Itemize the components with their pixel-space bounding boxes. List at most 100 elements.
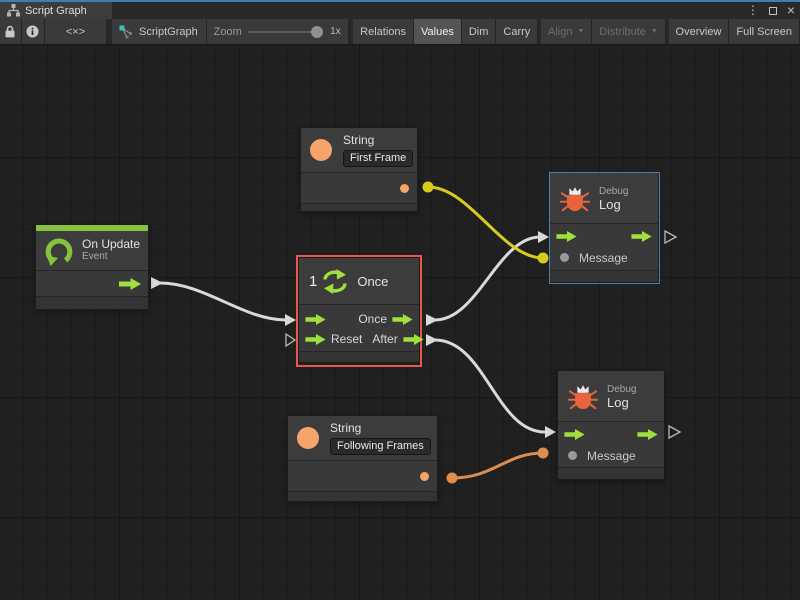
flow-out-port-once[interactable] [392, 313, 413, 325]
overview-label: Overview [675, 25, 722, 38]
window-focus-line [0, 0, 800, 2]
fullscreen-button[interactable]: Full Screen [729, 19, 800, 44]
zoom-slider-handle[interactable] [311, 25, 324, 38]
node-string-following[interactable]: String Following Frames [287, 415, 438, 502]
wire-once-debugbottom[interactable] [434, 338, 546, 434]
wire-onupdate-once[interactable] [159, 281, 287, 322]
relations-toggle[interactable]: Relations [353, 19, 415, 44]
message-value-port[interactable] [560, 253, 569, 262]
align-label: Align [548, 25, 573, 38]
node-title: String [343, 132, 375, 147]
align-dropdown[interactable]: Align ▼ [541, 19, 593, 44]
close-icon[interactable]: × [786, 2, 795, 18]
flow-out-port[interactable] [637, 429, 658, 440]
port-connector-debugbottom-out[interactable] [668, 424, 682, 440]
lock-icon [5, 25, 15, 38]
zoom-label: Zoom [213, 25, 242, 38]
port-connector-onupdate-out[interactable] [151, 277, 163, 289]
zoom-control: Zoom 1x [206, 19, 349, 44]
wire-once-debugtop[interactable] [434, 235, 541, 322]
wire-string-message-bottom[interactable] [451, 451, 544, 480]
bug-icon [560, 187, 590, 212]
dim-toggle[interactable]: Dim [461, 19, 497, 44]
graph-toolbar: <×> ScriptGraph Zoom 1x Relations Values… [0, 19, 800, 45]
once-cycle-icon [323, 268, 348, 294]
flow-out-port-after[interactable] [403, 333, 424, 345]
node-footer [288, 491, 437, 501]
wire-endpoint-dot[interactable] [422, 181, 434, 193]
wire-arrowhead [538, 231, 549, 243]
flow-out-port[interactable] [631, 231, 652, 242]
relations-label: Relations [360, 25, 407, 38]
on-update-loop-icon [45, 237, 73, 266]
maximize-icon[interactable] [768, 6, 777, 15]
wire-arrowhead [545, 426, 556, 438]
flow-in-port[interactable] [564, 429, 585, 440]
node-on-update[interactable]: On Update Event [35, 224, 149, 310]
event-accent-bar [36, 225, 148, 231]
selection-outline-red: 1 Once Once Reset [296, 255, 424, 367]
node-debug-log-top[interactable]: Debug Log Message [550, 173, 658, 282]
window-controls: ⋮ × [747, 2, 795, 19]
node-debug-log-bottom[interactable]: Debug Log Message [557, 370, 665, 480]
graph-name: ScriptGraph [139, 25, 198, 38]
more-menu-icon[interactable]: ⋮ [746, 3, 759, 17]
code-view-label: <×> [65, 25, 86, 38]
values-toggle[interactable]: Values [414, 19, 462, 44]
wire-string-message-top[interactable] [427, 185, 544, 260]
toolbar-gap [107, 19, 113, 44]
toolbar-gap [348, 19, 354, 44]
selection-outline-blue: Debug Log Message [549, 172, 660, 284]
tab-script-graph[interactable]: Script Graph [0, 2, 112, 19]
port-connector-once-out[interactable] [426, 314, 438, 326]
port-connector-after-out[interactable] [426, 334, 438, 346]
flow-in-port[interactable] [305, 313, 326, 325]
port-label-after: After [372, 332, 398, 346]
flow-in-port[interactable] [556, 231, 577, 242]
chevron-down-icon: ▼ [577, 28, 585, 35]
flow-in-port-reset[interactable] [305, 333, 326, 345]
distribute-label: Distribute [599, 25, 646, 38]
port-label-once: Once [358, 312, 387, 326]
node-title: On Update [82, 237, 141, 251]
lock-button[interactable] [0, 19, 22, 44]
carry-label: Carry [503, 25, 531, 38]
port-connector-reset-in[interactable] [285, 332, 297, 348]
node-footer [550, 270, 658, 282]
code-view-button[interactable]: <×> [44, 19, 108, 44]
wire-endpoint-dot[interactable] [537, 447, 549, 459]
graph-breadcrumb[interactable]: ScriptGraph [112, 19, 207, 44]
port-connector-debugtop-out[interactable] [664, 229, 678, 245]
fullscreen-label: Full Screen [736, 25, 793, 38]
port-label-reset: Reset [331, 332, 363, 346]
tab-bar: Script Graph ⋮ × [0, 2, 800, 19]
wire-endpoint-dot[interactable] [537, 252, 549, 264]
overview-button[interactable]: Overview [668, 19, 730, 44]
node-title: Log [607, 394, 629, 410]
chevron-down-icon: ▼ [650, 28, 658, 35]
node-once[interactable]: 1 Once Once Reset [298, 257, 424, 363]
info-icon [26, 25, 39, 38]
port-label-message: Message [587, 448, 636, 463]
graph-canvas[interactable]: String First Frame On Update Event [0, 45, 800, 600]
zoom-value: 1x [330, 26, 341, 37]
flow-out-port[interactable] [119, 278, 141, 290]
node-title: Once [357, 273, 389, 289]
string-output-port[interactable] [420, 472, 429, 481]
string-value-input[interactable]: Following Frames [330, 437, 431, 455]
distribute-dropdown[interactable]: Distribute ▼ [592, 19, 666, 44]
zoom-slider[interactable] [247, 25, 324, 38]
node-footer [558, 467, 664, 479]
inspect-button[interactable] [21, 19, 45, 44]
string-type-icon [310, 139, 332, 161]
bug-icon [568, 385, 598, 410]
string-value-input[interactable]: First Frame [343, 149, 414, 167]
once-counter: 1 [309, 272, 318, 290]
node-subtitle: Event [82, 251, 108, 262]
wire-arrowhead [285, 314, 296, 326]
wire-endpoint-dot[interactable] [446, 472, 458, 484]
message-value-port[interactable] [568, 451, 577, 460]
node-string-first[interactable]: String First Frame [300, 127, 418, 212]
string-output-port[interactable] [400, 184, 409, 193]
carry-toggle[interactable]: Carry [496, 19, 539, 44]
